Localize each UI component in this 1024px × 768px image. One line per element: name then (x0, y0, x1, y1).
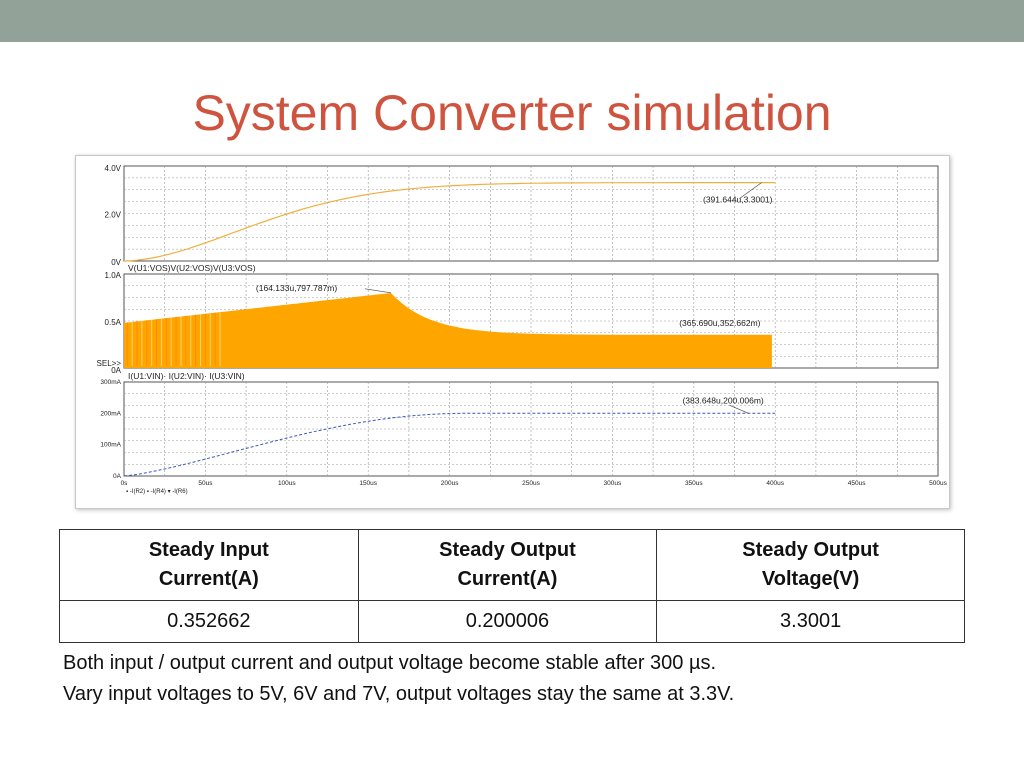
y-tick-label: 1.0A (105, 271, 122, 280)
header-line: Current(A) (457, 568, 558, 590)
trace-legend-input-current: I(U1:VIN)· I(U2:VIN)· I(U3:VIN) (128, 371, 245, 381)
x-tick-label: 150us (359, 480, 377, 487)
cell-output-voltage: 3.3001 (656, 600, 965, 643)
y-tick-label: 0A (113, 473, 122, 480)
y-tick-label: 2.0V (105, 211, 122, 220)
y-tick-label: 100mA (100, 442, 121, 449)
cursor-leader (729, 405, 749, 414)
x-tick-label: 500us (929, 480, 947, 487)
notes: Both input / output current and output v… (63, 648, 963, 710)
accent-bar (0, 0, 1024, 42)
table-header-row: Steady Input Current(A) Steady Output Cu… (59, 529, 965, 601)
slide-title: System Converter simulation (192, 85, 832, 141)
trace-legend-voltage: V(U1:VOS)V(U2:VOS)V(U3:VOS) (128, 263, 256, 273)
y-tick-label: 0A (111, 366, 121, 375)
y-tick-label: 200mA (100, 410, 121, 417)
simulation-figure: 4.0V 2.0V 0V (391.644u,3.3001) V(U1:VOS)V(U2… (75, 155, 950, 509)
note-line: Both input / output current and output v… (63, 652, 717, 674)
cursor-label-steady-input: (365.690u,352.662m) (679, 318, 760, 328)
header-line: Current(A) (158, 568, 259, 590)
cell-input-current: 0.352662 (59, 600, 359, 643)
x-tick-label: 100us (278, 480, 296, 487)
header-line: Steady Input (148, 539, 269, 561)
header-line: Steady Output (439, 539, 576, 561)
header-output-voltage: Steady Output Voltage(V) (656, 529, 965, 601)
output-current-trace (123, 412, 776, 477)
cursor-label-peak: (164.133u,797.787m) (256, 283, 337, 293)
x-tick-label: 350us (685, 480, 703, 487)
header-input-current: Steady Input Current(A) (59, 529, 359, 601)
simulation-plot: 4.0V 2.0V 0V (391.644u,3.3001) V(U1:VOS)V(U2… (97, 164, 948, 495)
results-table: Steady Input Current(A) Steady Output Cu… (59, 529, 965, 643)
header-line: Steady Output (742, 539, 879, 561)
y-tick-label: 300mA (100, 379, 121, 386)
cursor-leader (739, 182, 762, 199)
panel-frame (123, 381, 939, 477)
header-line: Voltage(V) (761, 568, 860, 590)
x-tick-label: 250us (522, 480, 540, 487)
panel-frame (123, 165, 939, 262)
y-tick-label: 0V (111, 258, 121, 267)
sel-label: SEL>> (97, 359, 122, 368)
note-line: Vary input voltages to 5V, 6V and 7V, ou… (63, 683, 735, 705)
voltage-trace (123, 182, 776, 262)
x-tick-label: 450us (848, 480, 866, 487)
x-tick-label: 50us (198, 480, 213, 487)
input-current-envelope (124, 293, 772, 368)
y-tick-label: 4.0V (105, 164, 122, 173)
x-tick-label: 200us (441, 480, 459, 487)
table-row: 0.352662 0.200006 3.3001 (59, 600, 965, 643)
x-tick-label: 300us (604, 480, 622, 487)
cursor-label-output-current: (383.648u,200.006m) (682, 395, 763, 405)
cursor-leader (364, 288, 392, 294)
bottom-legend: ▪ -I(R2) ▪ -I(R4) ▾ -I(R6) (126, 489, 188, 495)
cell-output-current: 0.200006 (357, 600, 658, 643)
y-tick-label: 0.5A (105, 318, 122, 327)
x-tick-label: 0s (121, 480, 129, 487)
x-tick-label: 400us (766, 480, 784, 487)
header-output-current: Steady Output Current(A) (357, 529, 658, 601)
cursor-label-voltage: (391.644u,3.3001) (703, 195, 773, 205)
